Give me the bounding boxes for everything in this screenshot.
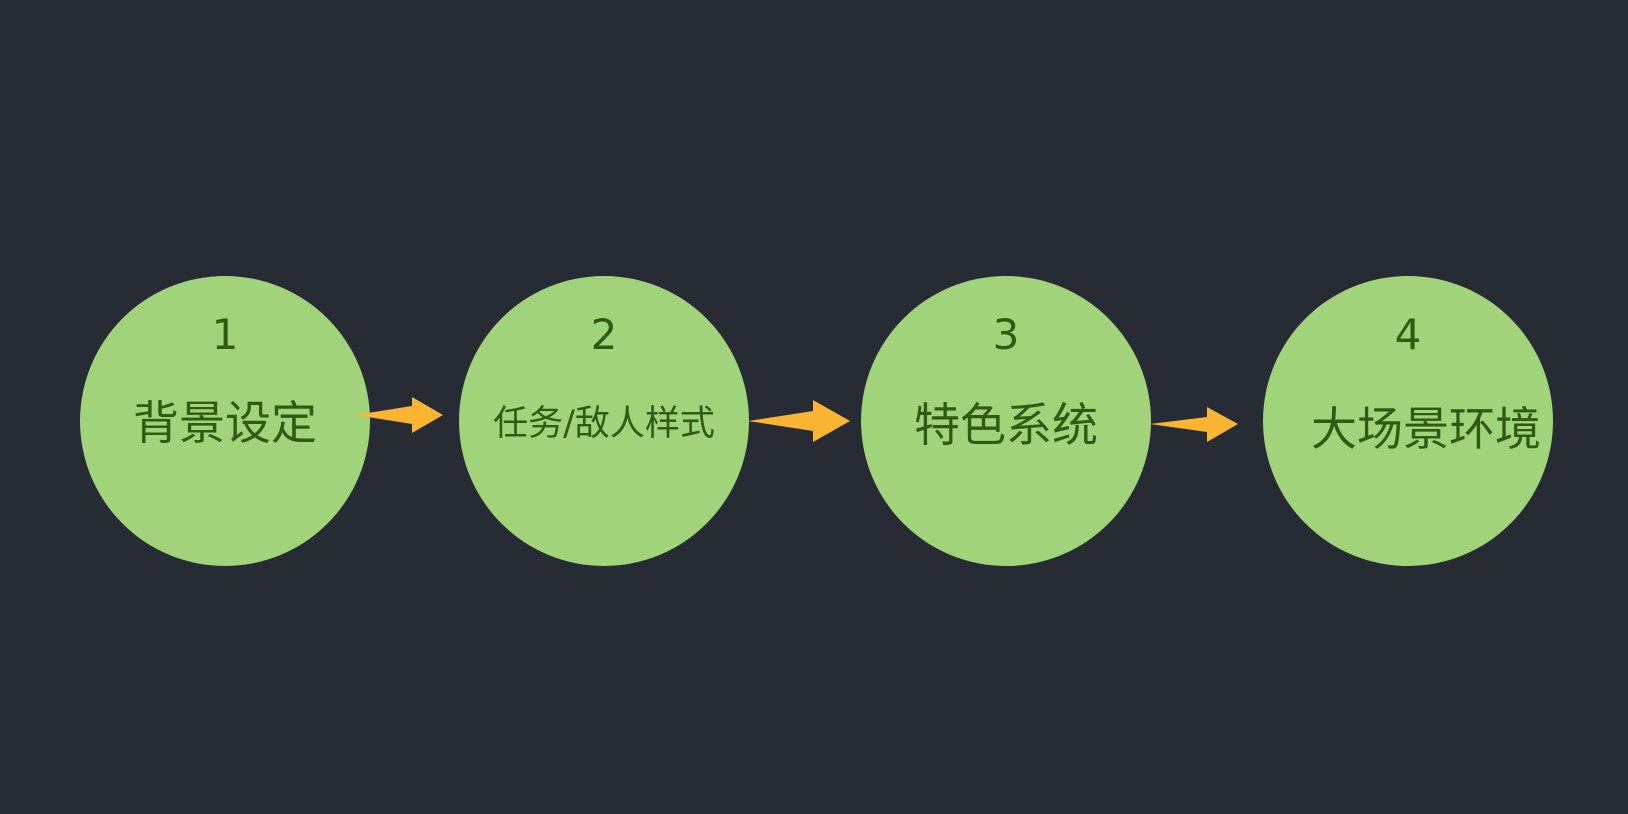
step-number: 3 bbox=[992, 310, 1020, 359]
step-node-1: 1 背景设定 bbox=[80, 276, 370, 566]
step-node-2: 2 任务/敌人样式 bbox=[459, 276, 749, 566]
arrow-right-icon bbox=[748, 400, 850, 442]
step-number: 1 bbox=[211, 310, 239, 359]
arrow-right-icon bbox=[1150, 407, 1238, 442]
step-label: 大场景环境 bbox=[1311, 402, 1541, 456]
step-number: 2 bbox=[590, 310, 618, 359]
step-node-3: 3 特色系统 bbox=[861, 276, 1151, 566]
arrow-right-icon bbox=[355, 397, 443, 433]
step-node-4: 4 大场景环境 bbox=[1263, 276, 1553, 566]
step-label: 背景设定 bbox=[133, 396, 317, 450]
step-number: 4 bbox=[1394, 310, 1422, 359]
step-label: 任务/敌人样式 bbox=[493, 404, 715, 444]
step-label: 特色系统 bbox=[914, 398, 1098, 452]
